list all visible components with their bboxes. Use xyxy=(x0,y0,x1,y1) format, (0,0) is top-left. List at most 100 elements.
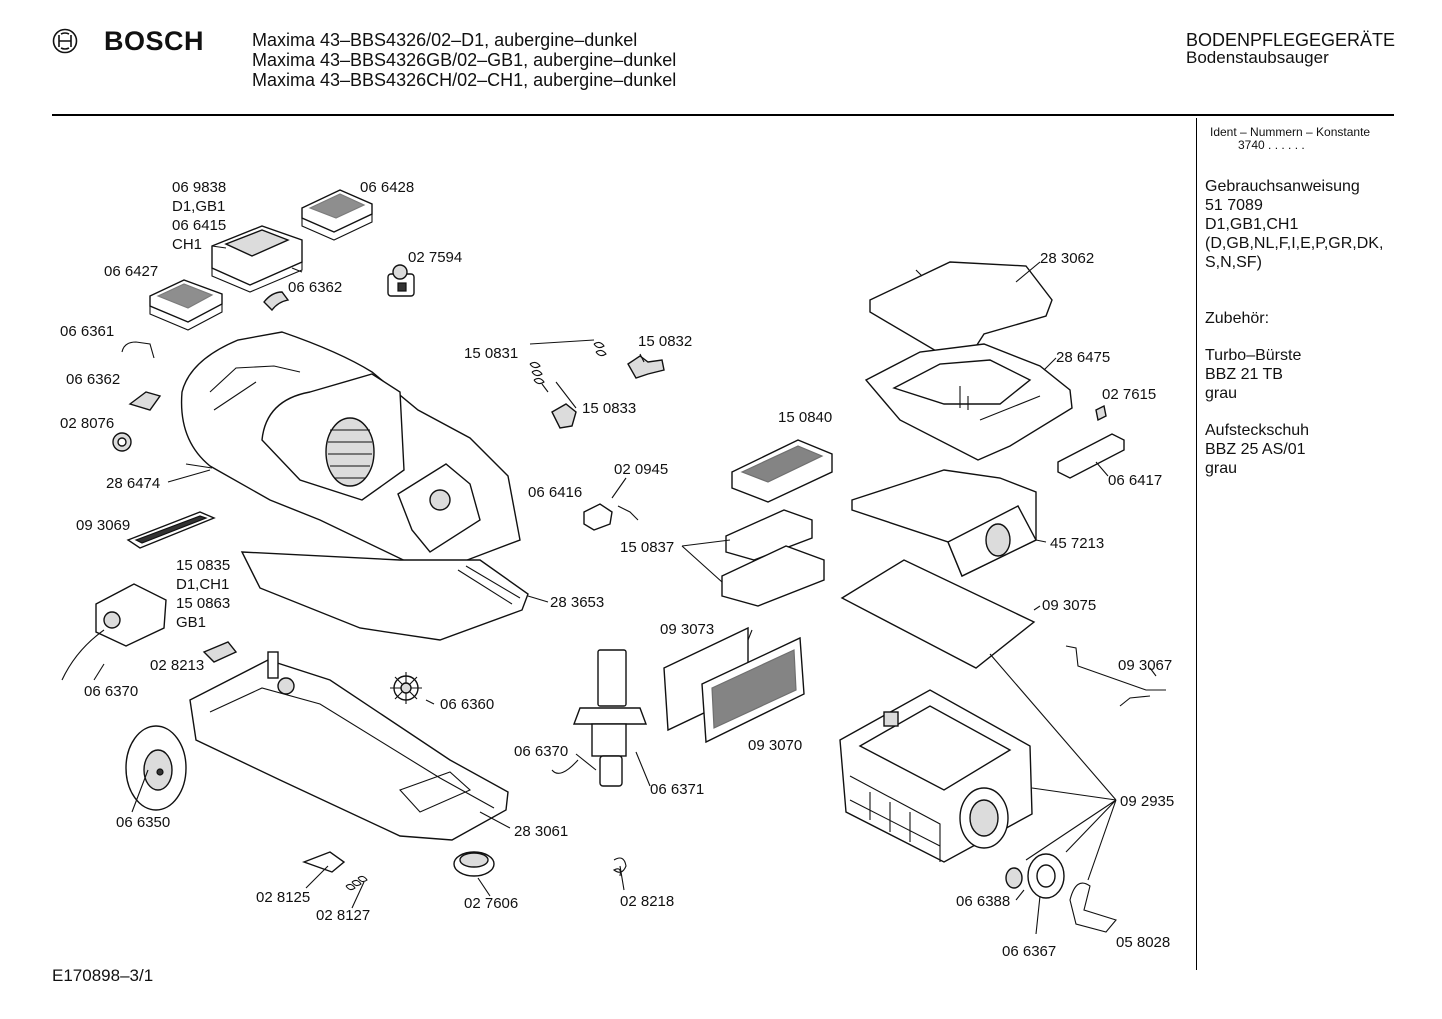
part-variant-150863: GB1 xyxy=(176,614,206,631)
top-lid-part xyxy=(869,261,1053,363)
part-label-283062: 28 3062 xyxy=(1040,250,1094,267)
part-label-286474: 28 6474 xyxy=(106,475,160,492)
part-label-066361: 06 6361 xyxy=(60,323,114,340)
part-label-028127: 02 8127 xyxy=(316,907,370,924)
turbo-brush-color: grau xyxy=(1205,385,1238,402)
bumper-strip-part xyxy=(240,551,529,641)
chassis-part xyxy=(189,651,509,841)
clamp-ring-part xyxy=(453,851,495,877)
category-title: BODENPFLEGEGERÄTE xyxy=(1186,30,1396,50)
part-label-066350: 06 6350 xyxy=(116,814,170,831)
manual-languages-2: S,N,SF) xyxy=(1205,254,1262,271)
hose-connector-part xyxy=(551,649,648,787)
part-label-028125: 02 8125 xyxy=(256,889,310,906)
release-button-part xyxy=(1057,433,1125,479)
part-label-093070: 09 3070 xyxy=(748,737,802,754)
seal-ring-part xyxy=(1005,867,1023,889)
part-label-066417: 06 6417 xyxy=(1108,472,1162,489)
brand-name: BOSCH xyxy=(104,26,205,56)
part-label-066371: 06 6371 xyxy=(650,781,704,798)
shoe-color: grau xyxy=(1205,460,1238,477)
foam-pad-part xyxy=(721,545,825,607)
accessories-heading: Zubehör: xyxy=(1205,310,1270,327)
small-latch-part xyxy=(1095,404,1107,422)
cable-grommet-part xyxy=(112,432,132,452)
gasket-ring-part xyxy=(1027,853,1065,899)
foam-pad-part xyxy=(725,509,813,561)
part-variant-069838: D1,GB1 xyxy=(172,198,225,215)
part-label-066362-b: 06 6362 xyxy=(66,371,120,388)
part-label-027606: 02 7606 xyxy=(464,895,518,912)
cable-reel-switch-part xyxy=(61,583,167,681)
gear-wheel-part xyxy=(390,672,422,704)
compression-spring-part xyxy=(345,875,368,891)
bag-seal-gasket-part xyxy=(840,559,1036,669)
part-label-093069: 09 3069 xyxy=(76,517,130,534)
part-label-150840: 15 0840 xyxy=(778,409,832,426)
part-label-150832: 15 0832 xyxy=(638,333,692,350)
header-divider xyxy=(52,114,1394,116)
part-label-066360: 06 6360 xyxy=(440,696,494,713)
part-label-093067: 09 3067 xyxy=(1118,657,1172,674)
hose-clamp-part xyxy=(301,851,346,873)
dust-bag-part xyxy=(851,469,1037,577)
part-label-150833: 15 0833 xyxy=(582,400,636,417)
spring-part xyxy=(529,361,549,393)
part-label-150835: 15 0835 xyxy=(176,557,230,574)
part-label-066367: 06 6367 xyxy=(1002,943,1056,960)
part-label-457213: 45 7213 xyxy=(1050,535,1104,552)
part-label-093075: 09 3075 xyxy=(1042,597,1096,614)
part-label-027594: 02 7594 xyxy=(408,249,462,266)
bosch-armature-logo-icon xyxy=(52,28,78,54)
catch-part xyxy=(551,403,577,429)
part-label-066416: 06 6416 xyxy=(528,484,582,501)
part-label-150831: 15 0831 xyxy=(464,345,518,362)
manual-languages-1: (D,GB,NL,F,I,E,P,GR,DK, xyxy=(1205,235,1384,252)
part-label-150863: 15 0863 xyxy=(176,595,230,612)
part-label-066428: 06 6428 xyxy=(360,179,414,196)
part-label-283653: 28 3653 xyxy=(550,594,604,611)
part-label-058028: 05 8028 xyxy=(1116,934,1170,951)
exhaust-filter-grid-part xyxy=(301,189,373,241)
part-label-028076: 02 8076 xyxy=(60,415,114,432)
part-label-069838: 06 9838 xyxy=(172,179,226,196)
clamp-part xyxy=(202,641,238,663)
filter-strip-slot xyxy=(134,515,208,544)
switch-button-part xyxy=(387,264,415,297)
part-label-020945: 02 0945 xyxy=(614,461,668,478)
part-label-066362-a: 06 6362 xyxy=(288,279,342,296)
part-label-093073: 09 3073 xyxy=(660,621,714,638)
part-label-066370-b: 06 6370 xyxy=(514,743,568,760)
spring-part xyxy=(593,341,607,357)
manual-number: 51 7089 xyxy=(1205,197,1263,214)
model-line-3: Maxima 43–BBS4326CH/02–CH1, aubergine–du… xyxy=(252,70,677,90)
leader-line xyxy=(1015,889,1041,935)
handle-hook-part xyxy=(121,341,155,359)
subcategory-title: Bodenstaubsauger xyxy=(1186,48,1329,67)
part-label-066427: 06 6427 xyxy=(104,263,158,280)
shoe-model: BBZ 25 AS/01 xyxy=(1205,441,1306,458)
part-variant-066415: CH1 xyxy=(172,236,202,253)
part-variant-150835: D1,CH1 xyxy=(176,576,229,593)
drawing-code: E170898–3/1 xyxy=(52,966,154,985)
wheel-part xyxy=(125,725,187,811)
part-label-027615: 02 7615 xyxy=(1102,386,1156,403)
part-label-283061: 28 3061 xyxy=(514,823,568,840)
dust-container-part xyxy=(839,689,1033,863)
bracket-spring-part xyxy=(1069,882,1117,933)
contact-part xyxy=(617,505,639,521)
ident-value: 3740 . . . . . . xyxy=(1238,138,1305,152)
upper-housing-part xyxy=(180,331,521,569)
manual-title: Gebrauchsanweisung xyxy=(1205,178,1360,195)
model-line-1: Maxima 43–BBS4326/02–D1, aubergine–dunke… xyxy=(252,30,638,50)
model-line-2: Maxima 43–BBS4326GB/02–GB1, aubergine–du… xyxy=(252,50,677,70)
wiring-harness-part xyxy=(1065,645,1166,691)
part-label-028218: 02 8218 xyxy=(620,893,674,910)
manual-variants: D1,GB1,CH1 xyxy=(1205,216,1299,233)
part-label-092935: 09 2935 xyxy=(1120,793,1174,810)
spring-link-line xyxy=(529,339,595,345)
clip-part xyxy=(128,391,162,411)
part-label-028213: 02 8213 xyxy=(150,657,204,674)
latch-part xyxy=(627,355,665,379)
